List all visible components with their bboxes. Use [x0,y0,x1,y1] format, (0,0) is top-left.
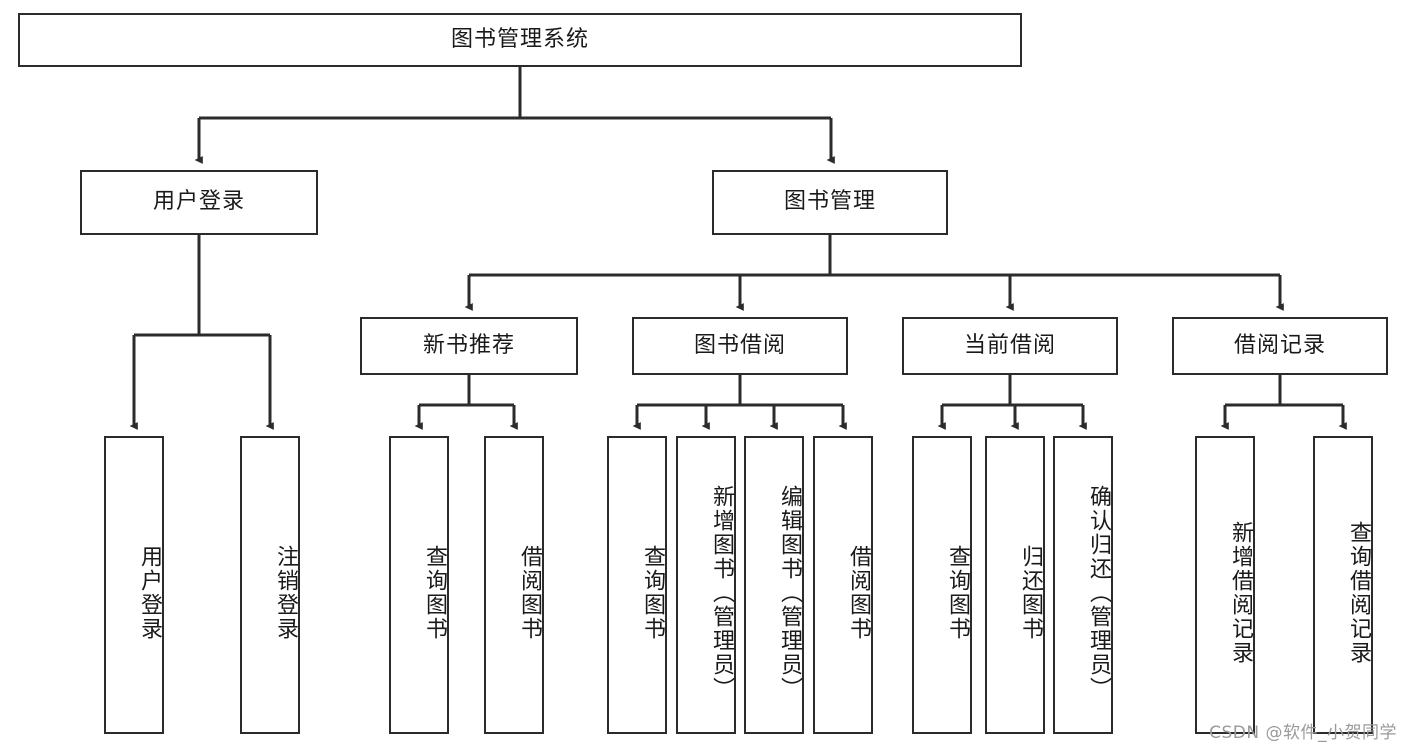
leaf-query-borrow-record-label: 查询借阅记录 [1346,521,1371,665]
node-user-login-label: 用户登录 [152,189,245,215]
leaf-add-borrow-record[interactable]: 新增借阅记录 [1195,436,1255,734]
node-root[interactable]: 图书管理系统 [18,13,1022,67]
leaf-return-book[interactable]: 归还图书 [985,436,1045,734]
node-new-book-recommend-label: 新书推荐 [422,332,515,358]
leaf-query-book-current-label: 查询图书 [945,545,970,641]
leaf-borrow-book-label: 借阅图书 [846,545,871,641]
leaf-query-borrow-record[interactable]: 查询借阅记录 [1313,436,1373,734]
node-current-borrow[interactable]: 当前借阅 [902,317,1118,375]
leaf-add-borrow-record-label: 新增借阅记录 [1228,521,1253,665]
node-book-borrow[interactable]: 图书借阅 [632,317,848,375]
watermark-text: CSDN @软件_小贺同学 [1209,723,1397,743]
leaf-confirm-return-admin[interactable]: 确认归还（管理员） [1053,436,1113,734]
leaf-return-book-label: 归还图书 [1018,545,1043,641]
leaf-logout-login[interactable]: 注销登录 [240,436,300,734]
leaf-edit-book-admin[interactable]: 编辑图书（管理员） [744,436,804,734]
node-new-book-recommend[interactable]: 新书推荐 [360,317,578,375]
node-root-label: 图书管理系统 [450,26,589,52]
node-book-manage[interactable]: 图书管理 [712,170,948,235]
leaf-borrow-book[interactable]: 借阅图书 [813,436,873,734]
leaf-query-book-borrow[interactable]: 查询图书 [607,436,667,734]
leaf-query-book-borrow-label: 查询图书 [640,545,665,641]
leaf-add-book-admin[interactable]: 新增图书（管理员） [676,436,736,734]
leaf-user-login[interactable]: 用户登录 [104,436,164,734]
node-borrow-record-label: 借阅记录 [1233,332,1326,358]
leaf-query-book-current[interactable]: 查询图书 [912,436,972,734]
node-book-borrow-label: 图书借阅 [693,332,786,358]
leaf-borrow-book-rec[interactable]: 借阅图书 [484,436,544,734]
leaf-confirm-return-admin-label: 确认归还（管理员） [1086,485,1111,701]
leaf-edit-book-admin-label: 编辑图书（管理员） [777,485,802,701]
leaf-add-book-admin-label: 新增图书（管理员） [709,485,734,701]
leaf-borrow-book-rec-label: 借阅图书 [517,545,542,641]
leaf-query-book-rec[interactable]: 查询图书 [389,436,449,734]
leaf-logout-login-label: 注销登录 [273,545,298,641]
leaf-user-login-label: 用户登录 [137,545,162,641]
node-user-login[interactable]: 用户登录 [80,170,318,235]
node-current-borrow-label: 当前借阅 [963,332,1056,358]
node-borrow-record[interactable]: 借阅记录 [1172,317,1388,375]
leaf-query-book-rec-label: 查询图书 [422,545,447,641]
node-book-manage-label: 图书管理 [783,189,876,215]
